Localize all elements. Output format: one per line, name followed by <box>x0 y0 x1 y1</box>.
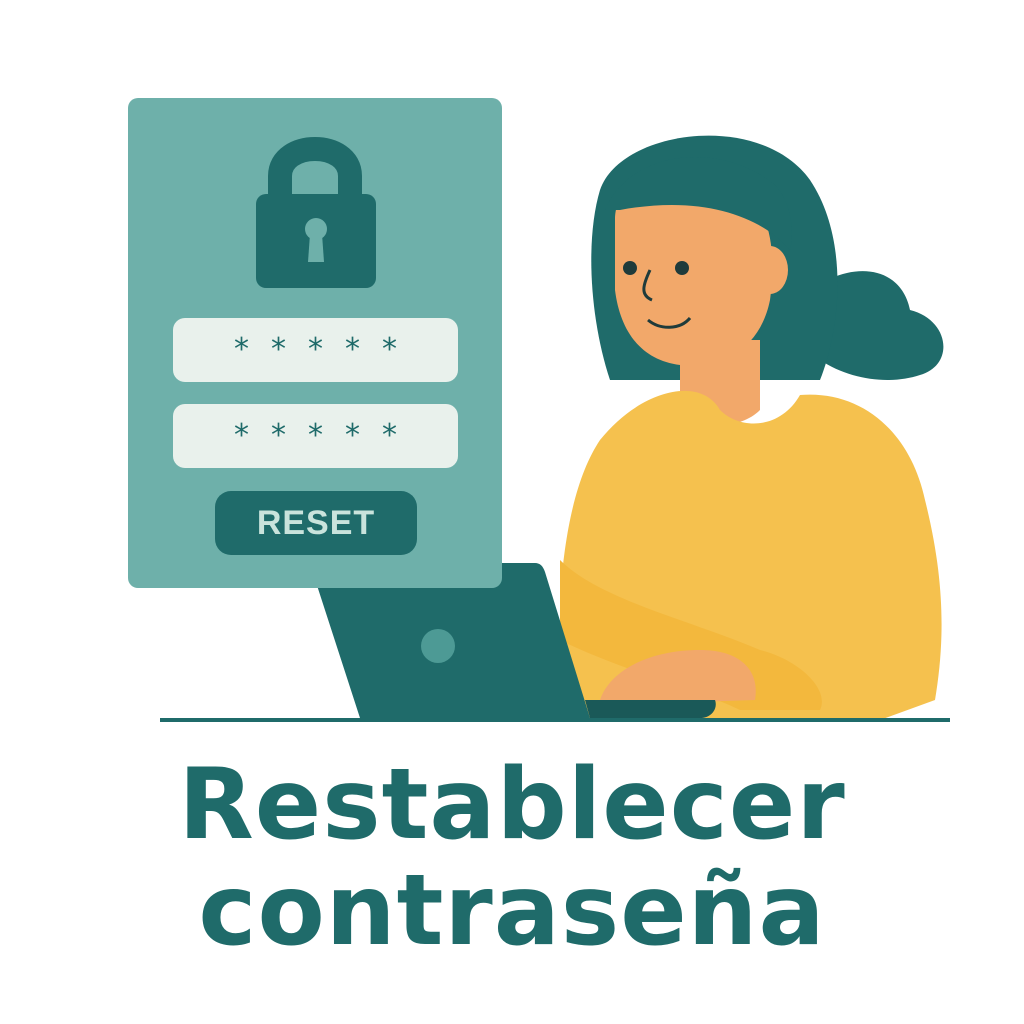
face <box>615 167 773 366</box>
laptop-base <box>585 700 716 718</box>
password-mask-char: * <box>271 332 286 367</box>
table-line <box>160 718 950 722</box>
laptop-logo <box>421 629 455 663</box>
laptop-icon <box>311 563 716 718</box>
padlock-icon <box>256 137 376 288</box>
page-title: Restablecer contraseña <box>0 752 1024 964</box>
title-line-1: Restablecer <box>178 748 846 862</box>
password-mask-char: * <box>234 418 249 453</box>
ear <box>752 246 788 294</box>
smile <box>647 316 692 329</box>
password-mask-char: * <box>234 332 249 367</box>
new-password-field[interactable]: * * * * * <box>173 318 458 382</box>
password-mask-char: * <box>382 332 397 367</box>
password-mask-char: * <box>308 332 323 367</box>
sweater-arm <box>560 560 822 710</box>
password-mask-char: * <box>345 332 360 367</box>
eye-right <box>675 261 689 275</box>
title-line-2: contraseña <box>198 854 826 968</box>
confirm-password-field[interactable]: * * * * * <box>173 404 458 468</box>
hair-bangs <box>605 157 792 250</box>
password-mask-char: * <box>382 418 397 453</box>
nose <box>642 269 653 302</box>
eye-left <box>623 261 637 275</box>
reset-button[interactable]: RESET <box>215 491 417 555</box>
password-mask-char: * <box>271 418 286 453</box>
password-mask-char: * <box>308 418 323 453</box>
password-reset-card: * * * * * * * * * * RESET <box>128 98 502 588</box>
password-mask-char: * <box>345 418 360 453</box>
hand <box>600 650 756 705</box>
